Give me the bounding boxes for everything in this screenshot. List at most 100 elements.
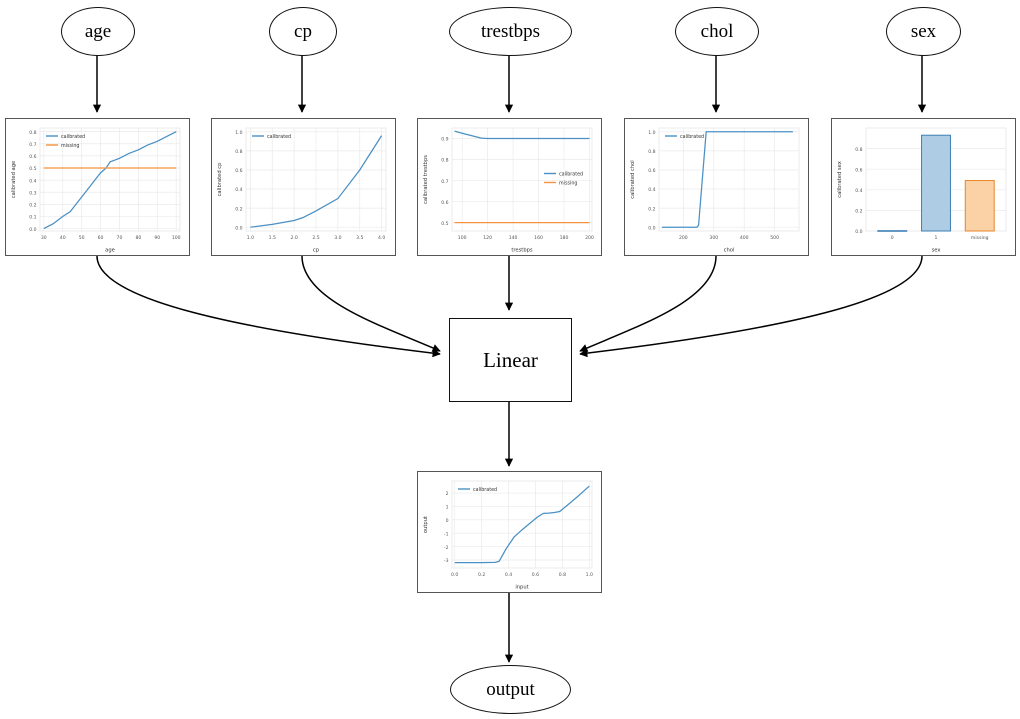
edge-sex-chart-to-linear bbox=[579, 255, 923, 358]
x-tick-label: 30 bbox=[41, 235, 47, 241]
x-axis-label: input bbox=[515, 585, 528, 591]
y-tick-label: 0.0 bbox=[648, 225, 655, 231]
series-line-calibrated bbox=[454, 130, 590, 140]
y-axis-label: calibrated chol bbox=[630, 160, 636, 198]
y-tick-label: 1.0 bbox=[235, 130, 242, 136]
legend-label: calibrated bbox=[473, 487, 497, 493]
node-cp[interactable]: cp bbox=[269, 7, 337, 56]
node-sex-label: sex bbox=[910, 20, 937, 42]
x-tick-label: 4.0 bbox=[378, 235, 385, 241]
x-tick-label: 2.0 bbox=[290, 235, 297, 241]
node-output[interactable]: output bbox=[450, 665, 571, 714]
x-tick-label: missing bbox=[971, 235, 989, 241]
y-tick-label: -2 bbox=[444, 545, 449, 551]
bar bbox=[877, 230, 908, 232]
y-tick-label: 0.2 bbox=[648, 206, 655, 212]
x-tick-label: 2.5 bbox=[312, 235, 319, 241]
y-tick-label: 0.4 bbox=[29, 178, 36, 184]
y-axis-label: calibrated age bbox=[11, 161, 17, 198]
x-tick-label: 0.0 bbox=[451, 572, 458, 578]
bar bbox=[921, 134, 951, 232]
node-output-label: output bbox=[486, 678, 535, 700]
y-tick-label: 0.5 bbox=[441, 221, 448, 227]
y-tick-label: 0.6 bbox=[855, 167, 862, 173]
y-tick-label: 0.4 bbox=[235, 187, 242, 193]
node-chol[interactable]: chol bbox=[675, 7, 759, 56]
y-tick-label: 0.0 bbox=[235, 225, 242, 231]
x-tick-label: 200 bbox=[679, 235, 688, 241]
bar bbox=[964, 180, 995, 232]
x-tick-label: 90 bbox=[154, 235, 160, 241]
x-axis-label: sex bbox=[932, 248, 941, 254]
x-tick-label: 180 bbox=[560, 235, 569, 241]
node-age-label: age bbox=[84, 20, 112, 42]
legend-label: calibrated bbox=[680, 134, 704, 140]
x-tick-label: 1.5 bbox=[269, 235, 276, 241]
node-linear[interactable]: Linear bbox=[449, 318, 572, 402]
y-tick-label: 0.8 bbox=[648, 149, 655, 155]
y-axis-label: calibrated sex bbox=[837, 161, 843, 198]
y-tick-label: 2 bbox=[446, 491, 449, 497]
x-tick-label: 1.0 bbox=[586, 572, 593, 578]
node-trestbps[interactable]: trestbps bbox=[449, 7, 572, 56]
x-axis-label: trestbps bbox=[511, 248, 533, 254]
x-tick-label: 100 bbox=[458, 235, 467, 241]
x-tick-label: 0.6 bbox=[532, 572, 539, 578]
x-tick-label: 120 bbox=[483, 235, 492, 241]
y-axis-label: calibrated trestbps bbox=[423, 155, 429, 204]
x-tick-label: 40 bbox=[60, 235, 66, 241]
x-tick-label: 500 bbox=[770, 235, 779, 241]
x-axis-label: age bbox=[105, 248, 115, 254]
y-tick-label: 0.8 bbox=[855, 147, 862, 153]
y-tick-label: 0.4 bbox=[648, 187, 655, 193]
y-tick-label: 0.2 bbox=[29, 203, 36, 209]
x-tick-label: 0.8 bbox=[559, 572, 566, 578]
y-tick-label: 0.8 bbox=[235, 149, 242, 155]
y-axis-label: output bbox=[423, 516, 429, 533]
x-tick-label: 400 bbox=[740, 235, 749, 241]
x-axis-label: chol bbox=[724, 248, 735, 254]
x-tick-label: 60 bbox=[98, 235, 104, 241]
x-tick-label: 1.0 bbox=[247, 235, 254, 241]
y-tick-label: 0.7 bbox=[29, 142, 36, 148]
y-tick-label: 1.0 bbox=[648, 130, 655, 136]
y-tick-label: 0.9 bbox=[441, 137, 448, 143]
legend-label: missing bbox=[559, 180, 577, 186]
x-axis-label: cp bbox=[313, 248, 320, 254]
y-tick-label: 0.6 bbox=[648, 168, 655, 174]
y-tick-label: 0.1 bbox=[29, 215, 36, 221]
series-line-calibrated bbox=[662, 131, 793, 228]
y-tick-label: -3 bbox=[444, 558, 449, 564]
y-tick-label: 0.0 bbox=[29, 227, 36, 233]
legend: calibrated bbox=[252, 134, 291, 140]
x-tick-label: 80 bbox=[135, 235, 141, 241]
plot-area bbox=[451, 480, 593, 569]
edge-age-chart-to-linear bbox=[96, 255, 441, 358]
y-tick-label: 0.5 bbox=[29, 166, 36, 172]
x-tick-label: 140 bbox=[509, 235, 518, 241]
node-sex[interactable]: sex bbox=[886, 7, 961, 56]
y-tick-label: 0.6 bbox=[235, 168, 242, 174]
y-tick-label: 0.6 bbox=[441, 200, 448, 206]
legend-label: calibrated bbox=[559, 171, 583, 177]
y-tick-label: 1 bbox=[446, 505, 449, 511]
y-tick-label: -1 bbox=[444, 531, 449, 537]
node-age[interactable]: age bbox=[61, 7, 135, 56]
plot-area bbox=[39, 127, 181, 232]
x-tick-label: 0 bbox=[891, 235, 894, 241]
edge-cp-chart-to-linear bbox=[301, 255, 441, 352]
node-trestbps-label: trestbps bbox=[480, 20, 541, 42]
x-tick-label: 0.4 bbox=[505, 572, 512, 578]
x-tick-label: 160 bbox=[534, 235, 543, 241]
